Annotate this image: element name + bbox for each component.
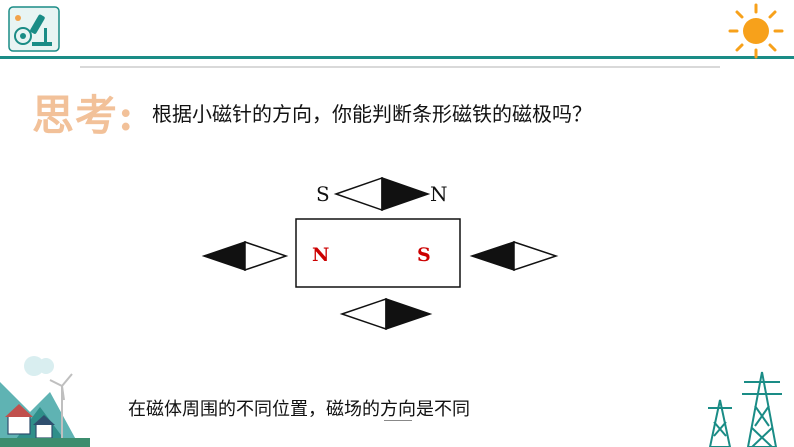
- question-text: 根据小磁针的方向，你能判断条形磁铁的磁极吗？: [152, 102, 592, 126]
- top-needle-right-label: N: [430, 182, 448, 206]
- power-tower-icon: [708, 371, 782, 447]
- sun-icon: [728, 3, 784, 59]
- magnet-right-pole: S: [417, 244, 431, 266]
- caption-text: 在磁体周围的不同位置，磁场的方向是不同: [128, 399, 470, 420]
- caption-underline: [384, 420, 412, 421]
- magnet-diagram: S N N S: [198, 170, 566, 336]
- compass-needle-right: [469, 240, 559, 272]
- microscope-logo-icon: [8, 6, 60, 52]
- top-needle-left-label: S: [316, 182, 330, 206]
- landscape-illustration: [0, 356, 90, 447]
- header-subline: [80, 66, 720, 68]
- bar-magnet: [295, 218, 461, 288]
- magnet-left-pole: N: [312, 244, 329, 266]
- header-divider: [0, 56, 794, 59]
- compass-needle-top: [333, 176, 431, 212]
- compass-needle-left: [201, 240, 289, 272]
- think-label: 思考:: [32, 91, 135, 140]
- compass-needle-bottom: [339, 297, 433, 331]
